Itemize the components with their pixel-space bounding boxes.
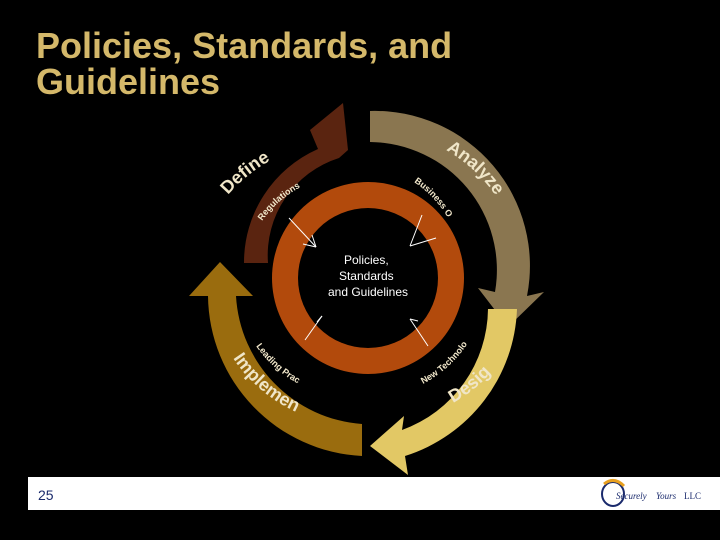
define-arrow — [200, 103, 348, 263]
svg-text:LLC: LLC — [684, 491, 701, 501]
implement-arrow — [189, 262, 362, 456]
design-arrow — [370, 309, 517, 475]
company-logo: Securely Yours LLC — [601, 479, 701, 507]
analyze-arrow — [370, 110, 544, 327]
connector-lines — [288, 214, 437, 347]
svg-text:Yours: Yours — [656, 491, 677, 501]
define-label: Define — [216, 147, 272, 198]
footer-bar: 25 Securely Yours LLC — [28, 477, 720, 510]
slide-title: Policies, Standards, and Guidelines — [36, 25, 453, 102]
slide-number: 25 — [38, 487, 54, 503]
inner-ring-hole — [298, 208, 438, 348]
input-leading-practices: Leading Practices — [0, 0, 302, 385]
center-label: Policies, Standards and Guidelines — [328, 253, 408, 299]
svg-text:Securely: Securely — [616, 491, 647, 501]
